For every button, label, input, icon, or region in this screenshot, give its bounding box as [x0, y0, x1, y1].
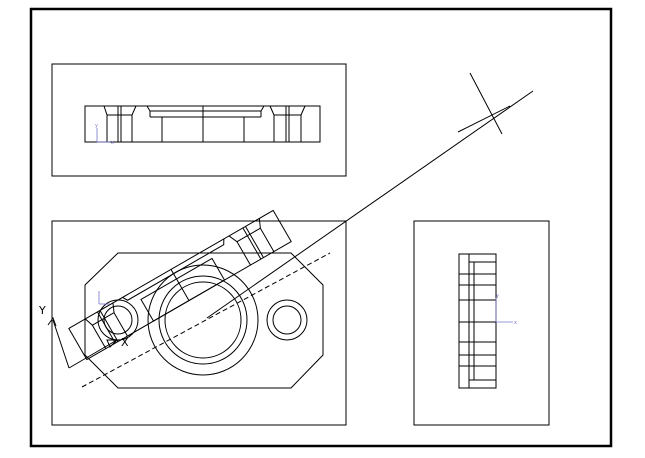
side-view-ucs-icon: y x — [495, 293, 517, 326]
projection-line[interactable] — [206, 90, 534, 319]
section-cut-line[interactable] — [81, 252, 331, 388]
sheet-border — [29, 7, 613, 448]
ucs-main-x-label: X — [121, 336, 129, 349]
side-view-frame — [413, 220, 550, 426]
cursor-crosshair[interactable] — [457, 72, 511, 135]
plan-view-ucs-icon[interactable]: Y X — [38, 304, 129, 369]
plan-view-frame — [51, 220, 347, 426]
top-view-ucs-icon: y x — [95, 123, 114, 146]
ucs-main-y-label: Y — [38, 304, 46, 317]
side-view[interactable]: y x — [413, 220, 550, 426]
top-view-frame — [51, 63, 347, 177]
ucs-side-x-label: x — [514, 320, 517, 326]
side-view-part — [458, 253, 497, 389]
plan-view[interactable]: Y X — [38, 209, 347, 426]
ucs-y-label: y — [95, 123, 98, 129]
plan-view-part — [84, 252, 324, 389]
top-view[interactable]: y x — [51, 63, 347, 177]
ucs-x-label: x — [111, 140, 114, 146]
top-view-part — [84, 105, 321, 143]
ucs-side-y-label: y — [496, 293, 499, 299]
rotated-section-view — [68, 209, 292, 361]
plan-view-small-ucs — [98, 291, 110, 305]
